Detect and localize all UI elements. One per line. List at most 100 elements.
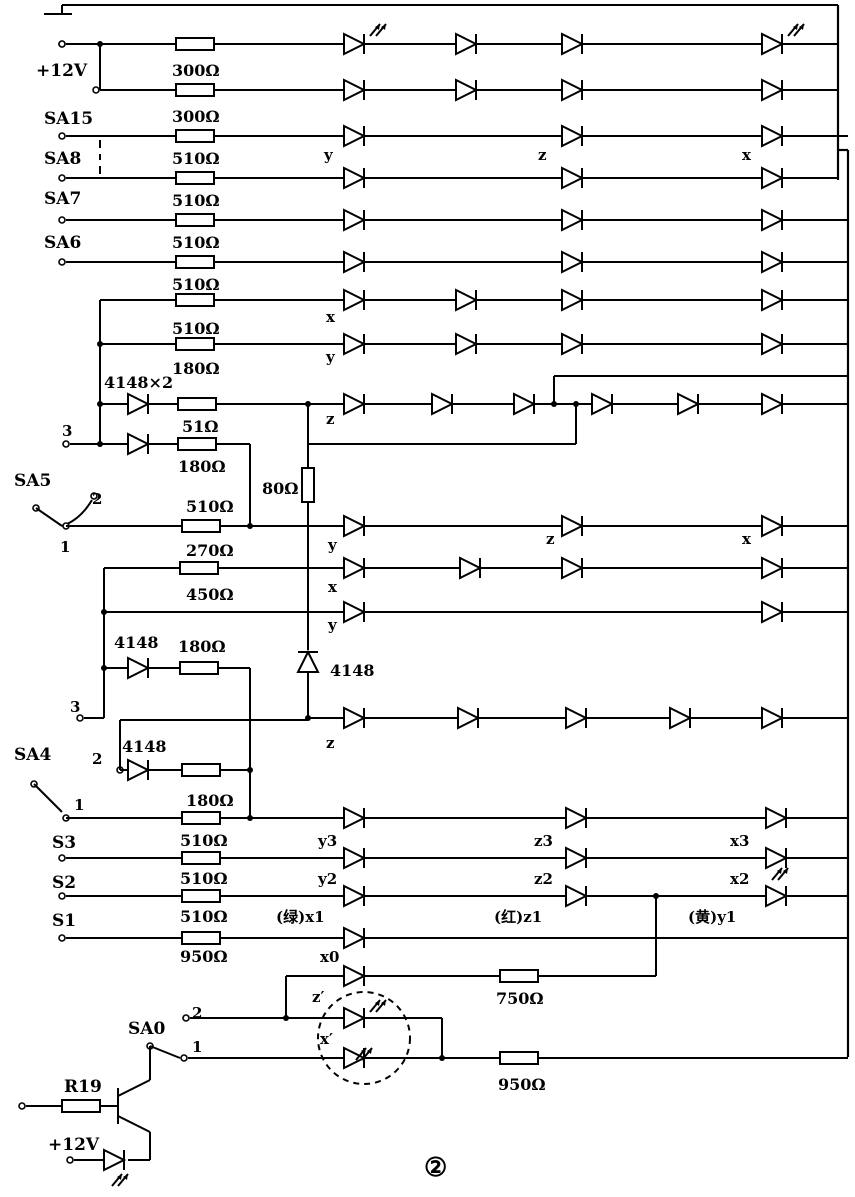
arrow-head: [381, 1000, 386, 1006]
resistor: [499, 969, 539, 983]
diode: [343, 166, 367, 190]
node-y4: y: [327, 616, 338, 634]
diode: [343, 846, 367, 870]
ground-symbol: [44, 4, 838, 15]
node-3b: 3: [70, 698, 80, 716]
resistor: [179, 561, 219, 575]
wire: [33, 783, 63, 813]
diode-label-4148x2: 4148×2: [104, 373, 173, 392]
diode: [761, 332, 785, 356]
wire: [117, 1079, 151, 1097]
res-label-180c: 180Ω: [178, 637, 226, 656]
resistor: [177, 437, 217, 451]
diode: [669, 706, 693, 730]
diode: [565, 884, 589, 908]
res-label-950b: 950Ω: [498, 1075, 546, 1094]
diode: [343, 250, 367, 274]
arrow-head: [799, 24, 804, 30]
resistor: [175, 129, 215, 143]
node-x1-green: (绿)x1: [276, 908, 325, 926]
arrow-head: [361, 1048, 366, 1054]
diode: [765, 806, 789, 830]
diode: [761, 706, 785, 730]
r19-label: R19: [64, 1077, 102, 1097]
terminal: [58, 174, 66, 182]
sa7-label: SA7: [44, 189, 81, 209]
node-1b: 1: [74, 796, 84, 814]
node-z3-row: z3: [534, 832, 553, 850]
arrow-head: [117, 1174, 122, 1180]
diode: [565, 846, 589, 870]
diode: [455, 288, 479, 312]
switch-arm: [61, 499, 93, 527]
s2-label: S2: [52, 873, 76, 893]
sa4-label: SA4: [14, 745, 51, 765]
diode: [591, 392, 615, 416]
diode-label-4148-vertical: 4148: [330, 661, 375, 680]
diode: [127, 392, 151, 416]
node-z-prime: z′: [312, 988, 325, 1006]
s3-label: S3: [52, 833, 76, 853]
resistor: [499, 1051, 539, 1065]
wire: [149, 1045, 181, 1059]
res-label-450: 450Ω: [186, 585, 234, 604]
diode: [761, 514, 785, 538]
terminal: [66, 1156, 74, 1164]
node-2a: 2: [92, 490, 102, 508]
res-label-80: 80Ω: [262, 479, 299, 498]
res-label-270a: 180Ω: [172, 359, 220, 378]
wire: [117, 1115, 151, 1133]
terminal: [90, 492, 98, 500]
s1-label: S1: [52, 911, 76, 931]
diode: [343, 32, 367, 56]
diode: [761, 250, 785, 274]
diode: [761, 556, 785, 580]
diode: [761, 32, 785, 56]
sa0-label: SA0: [128, 1019, 165, 1039]
node-z3: z: [546, 530, 555, 548]
res-label-510a: 510Ω: [172, 149, 220, 168]
node-y2-row: y2: [317, 870, 337, 888]
resistor: [179, 661, 219, 675]
terminal: [76, 714, 84, 722]
node-x4: x: [328, 578, 338, 596]
node-z2-row: z2: [534, 870, 553, 888]
diode-label-4148b: 4148: [122, 737, 167, 756]
terminal: [58, 132, 66, 140]
node-z1-red: (红)z1: [494, 908, 542, 926]
diode: [765, 884, 789, 908]
diode: [343, 392, 367, 416]
terminal: [58, 934, 66, 942]
resistor: [181, 811, 221, 825]
diode: [761, 288, 785, 312]
terminal: [58, 40, 66, 48]
node-x2: x: [326, 308, 336, 326]
resistor: [175, 37, 215, 51]
junction-dot: [439, 1055, 445, 1061]
diode: [343, 964, 367, 988]
resistor: [175, 171, 215, 185]
diode: [127, 656, 151, 680]
diode: [343, 332, 367, 356]
sa15-label: SA15: [44, 109, 93, 129]
diode: [761, 124, 785, 148]
diode: [561, 208, 585, 232]
diode: [761, 78, 785, 102]
node-z1: z: [538, 146, 547, 164]
resistor: [175, 337, 215, 351]
sa6-label: SA6: [44, 233, 81, 253]
resistor: [175, 83, 215, 97]
diode-vertical: [296, 649, 320, 673]
diode: [455, 78, 479, 102]
arrow-head: [375, 1000, 380, 1006]
diode: [343, 208, 367, 232]
res-label-300a: 300Ω: [172, 61, 220, 80]
diode: [561, 556, 585, 580]
diode: [343, 288, 367, 312]
sa8-label: SA8: [44, 149, 81, 169]
res-label-270b: 270Ω: [186, 541, 234, 560]
arrow-head: [793, 24, 798, 30]
node-x-prime: x′: [320, 1030, 333, 1048]
